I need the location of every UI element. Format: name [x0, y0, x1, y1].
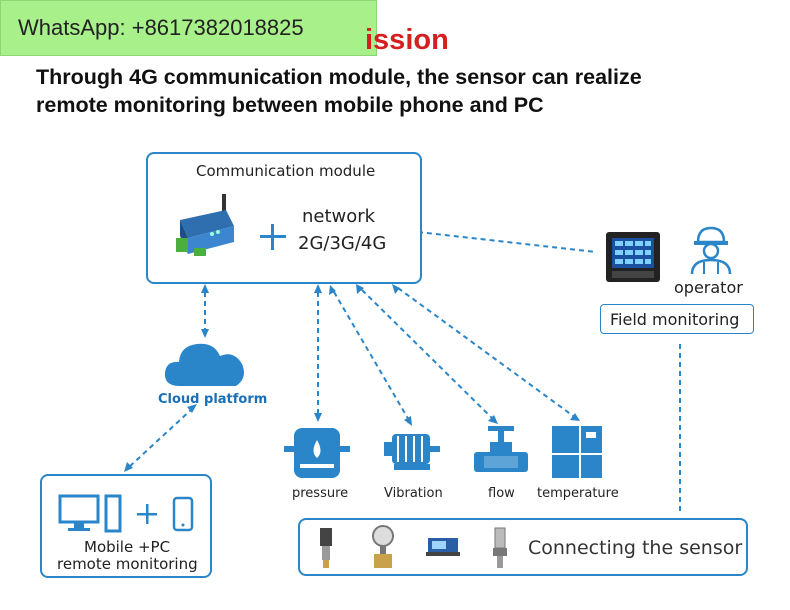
network-label: network	[302, 206, 376, 227]
remote-line-1: Mobile +PC	[84, 538, 171, 556]
cloud-icon	[164, 343, 244, 386]
whatsapp-text: WhatsApp: +8617382018825	[18, 15, 304, 40]
temperature-controller-icon	[552, 426, 602, 478]
sensor-label-flow: flow	[488, 486, 515, 501]
level-sensor-icon	[493, 527, 507, 568]
sensor-label-pressure: pressure	[292, 486, 349, 501]
desktop-pc-icon	[58, 494, 122, 533]
remote-line-2: remote monitoring	[57, 555, 198, 573]
motor-icon	[384, 434, 440, 470]
plus-icon-remote	[137, 504, 157, 524]
operator-icon	[690, 226, 732, 275]
plus-icon	[260, 224, 286, 250]
phone-icon	[172, 496, 194, 532]
network-types: 2G/3G/4G	[298, 233, 387, 254]
comm-module-title: Communication module	[196, 162, 376, 180]
operator-label: operator	[674, 278, 743, 297]
flow-meter-icon	[372, 525, 394, 568]
sensor-label-temperature: temperature	[537, 486, 619, 501]
subtitle-line-1: Through 4G communication module, the sen…	[36, 65, 642, 89]
whatsapp-badge	[0, 0, 377, 56]
transmitter-icon	[426, 538, 460, 556]
field-monitoring-box	[600, 304, 754, 334]
router-icon	[176, 194, 234, 256]
pressure-tank-icon	[284, 428, 350, 478]
sensor-label-vibration: Vibration	[384, 486, 443, 501]
subtitle-line-2: remote monitoring between mobile phone a…	[36, 93, 544, 117]
connecting-sensor-box	[298, 518, 748, 576]
pressure-sensor-icon	[320, 528, 332, 568]
field-monitoring-label: Field monitoring	[610, 310, 740, 329]
connecting-sensor-label: Connecting the sensor	[528, 537, 743, 559]
page-title: ission	[365, 24, 449, 56]
cloud-platform-label: Cloud platform	[158, 392, 268, 407]
recorder-icon	[606, 232, 660, 282]
subtitle: Through 4G communication module, the sen…	[36, 63, 776, 119]
valve-icon	[474, 426, 528, 472]
